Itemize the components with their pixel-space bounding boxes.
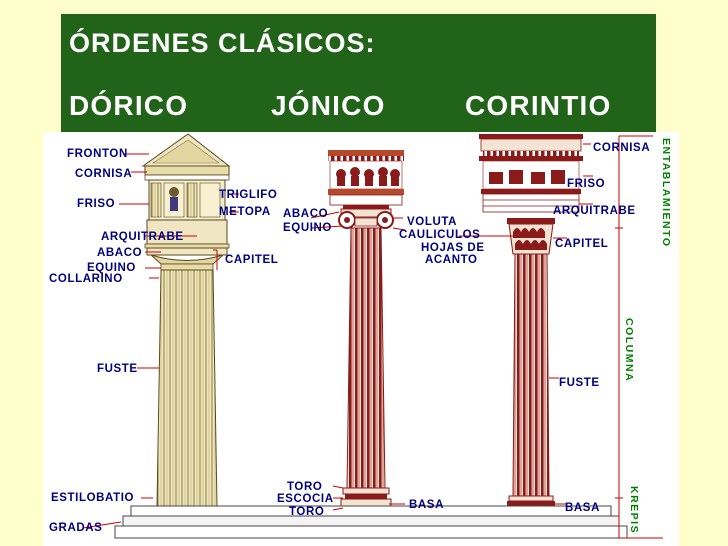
- label-metopa: METOPA: [219, 206, 271, 218]
- order-label-doric: DÓRICO: [69, 90, 189, 121]
- label-abaco-ionic: ABACO: [283, 208, 329, 220]
- label-entablamiento: ENTABLAMIENTO: [660, 138, 672, 248]
- ionic-column-drawing: [328, 150, 404, 507]
- label-estilobatio: ESTILOBATIO: [51, 492, 135, 504]
- page-title: ÓRDENES CLÁSICOS:: [69, 28, 376, 58]
- label-hojas-de: HOJAS DE: [421, 242, 485, 254]
- classical-orders-diagram: FRONTON CORNISA FRISO TRIGLIFO METOPA AR…: [43, 132, 679, 546]
- doric-column-drawing: [141, 133, 231, 507]
- label-friso-doric: FRISO: [77, 198, 116, 210]
- label-voluta: VOLUTA: [407, 216, 458, 228]
- label-arquitrabe-corinthian: ARQUITRABE: [553, 205, 636, 217]
- label-triglifo: TRIGLIFO: [219, 189, 278, 201]
- label-krepis: KREPIS: [628, 486, 640, 535]
- label-acanto: ACANTO: [425, 254, 478, 266]
- label-gradas: GRADAS: [49, 522, 103, 534]
- label-basa-corinthian: BASA: [565, 502, 600, 514]
- krepis-steps: [114, 505, 628, 539]
- label-capitel-corinthian: CAPITEL: [555, 238, 609, 250]
- leader-lines: [82, 135, 663, 539]
- title-banner: ÓRDENES CLÁSICOS: DÓRICO JÓNICO CORINTIO: [61, 14, 656, 132]
- label-fronton: FRONTON: [67, 148, 128, 160]
- label-friso-corinthian: FRISO: [567, 178, 606, 190]
- label-toro-lower: TORO: [289, 506, 325, 518]
- label-cornisa-doric: CORNISA: [75, 168, 133, 180]
- label-cornisa-corinthian: CORNISA: [593, 142, 651, 154]
- label-fuste-corinthian: FUSTE: [559, 377, 600, 389]
- label-cauliculos: CAULICULOS: [399, 229, 481, 241]
- label-capitel-doric: CAPITEL: [225, 254, 279, 266]
- order-label-corinthian: CORINTIO: [465, 90, 612, 121]
- label-columna: COLUMNA: [623, 318, 635, 383]
- label-toro-upper: TORO: [287, 481, 323, 493]
- label-fuste-doric: FUSTE: [97, 363, 138, 375]
- orders-illustration: [82, 133, 663, 539]
- label-escocia: ESCOCIA: [277, 493, 334, 505]
- label-abaco-doric: ABACO: [97, 247, 143, 259]
- label-arquitrabe-doric: ARQUITRABE: [101, 231, 184, 243]
- order-label-ionic: JÓNICO: [271, 90, 386, 121]
- label-equino-doric: EQUINO: [87, 262, 136, 274]
- label-basa-ionic: BASA: [409, 499, 444, 511]
- corinthian-column-drawing: [479, 134, 583, 506]
- label-equino-ionic: EQUINO: [283, 222, 332, 234]
- label-collarino: COLLARINO: [49, 273, 123, 285]
